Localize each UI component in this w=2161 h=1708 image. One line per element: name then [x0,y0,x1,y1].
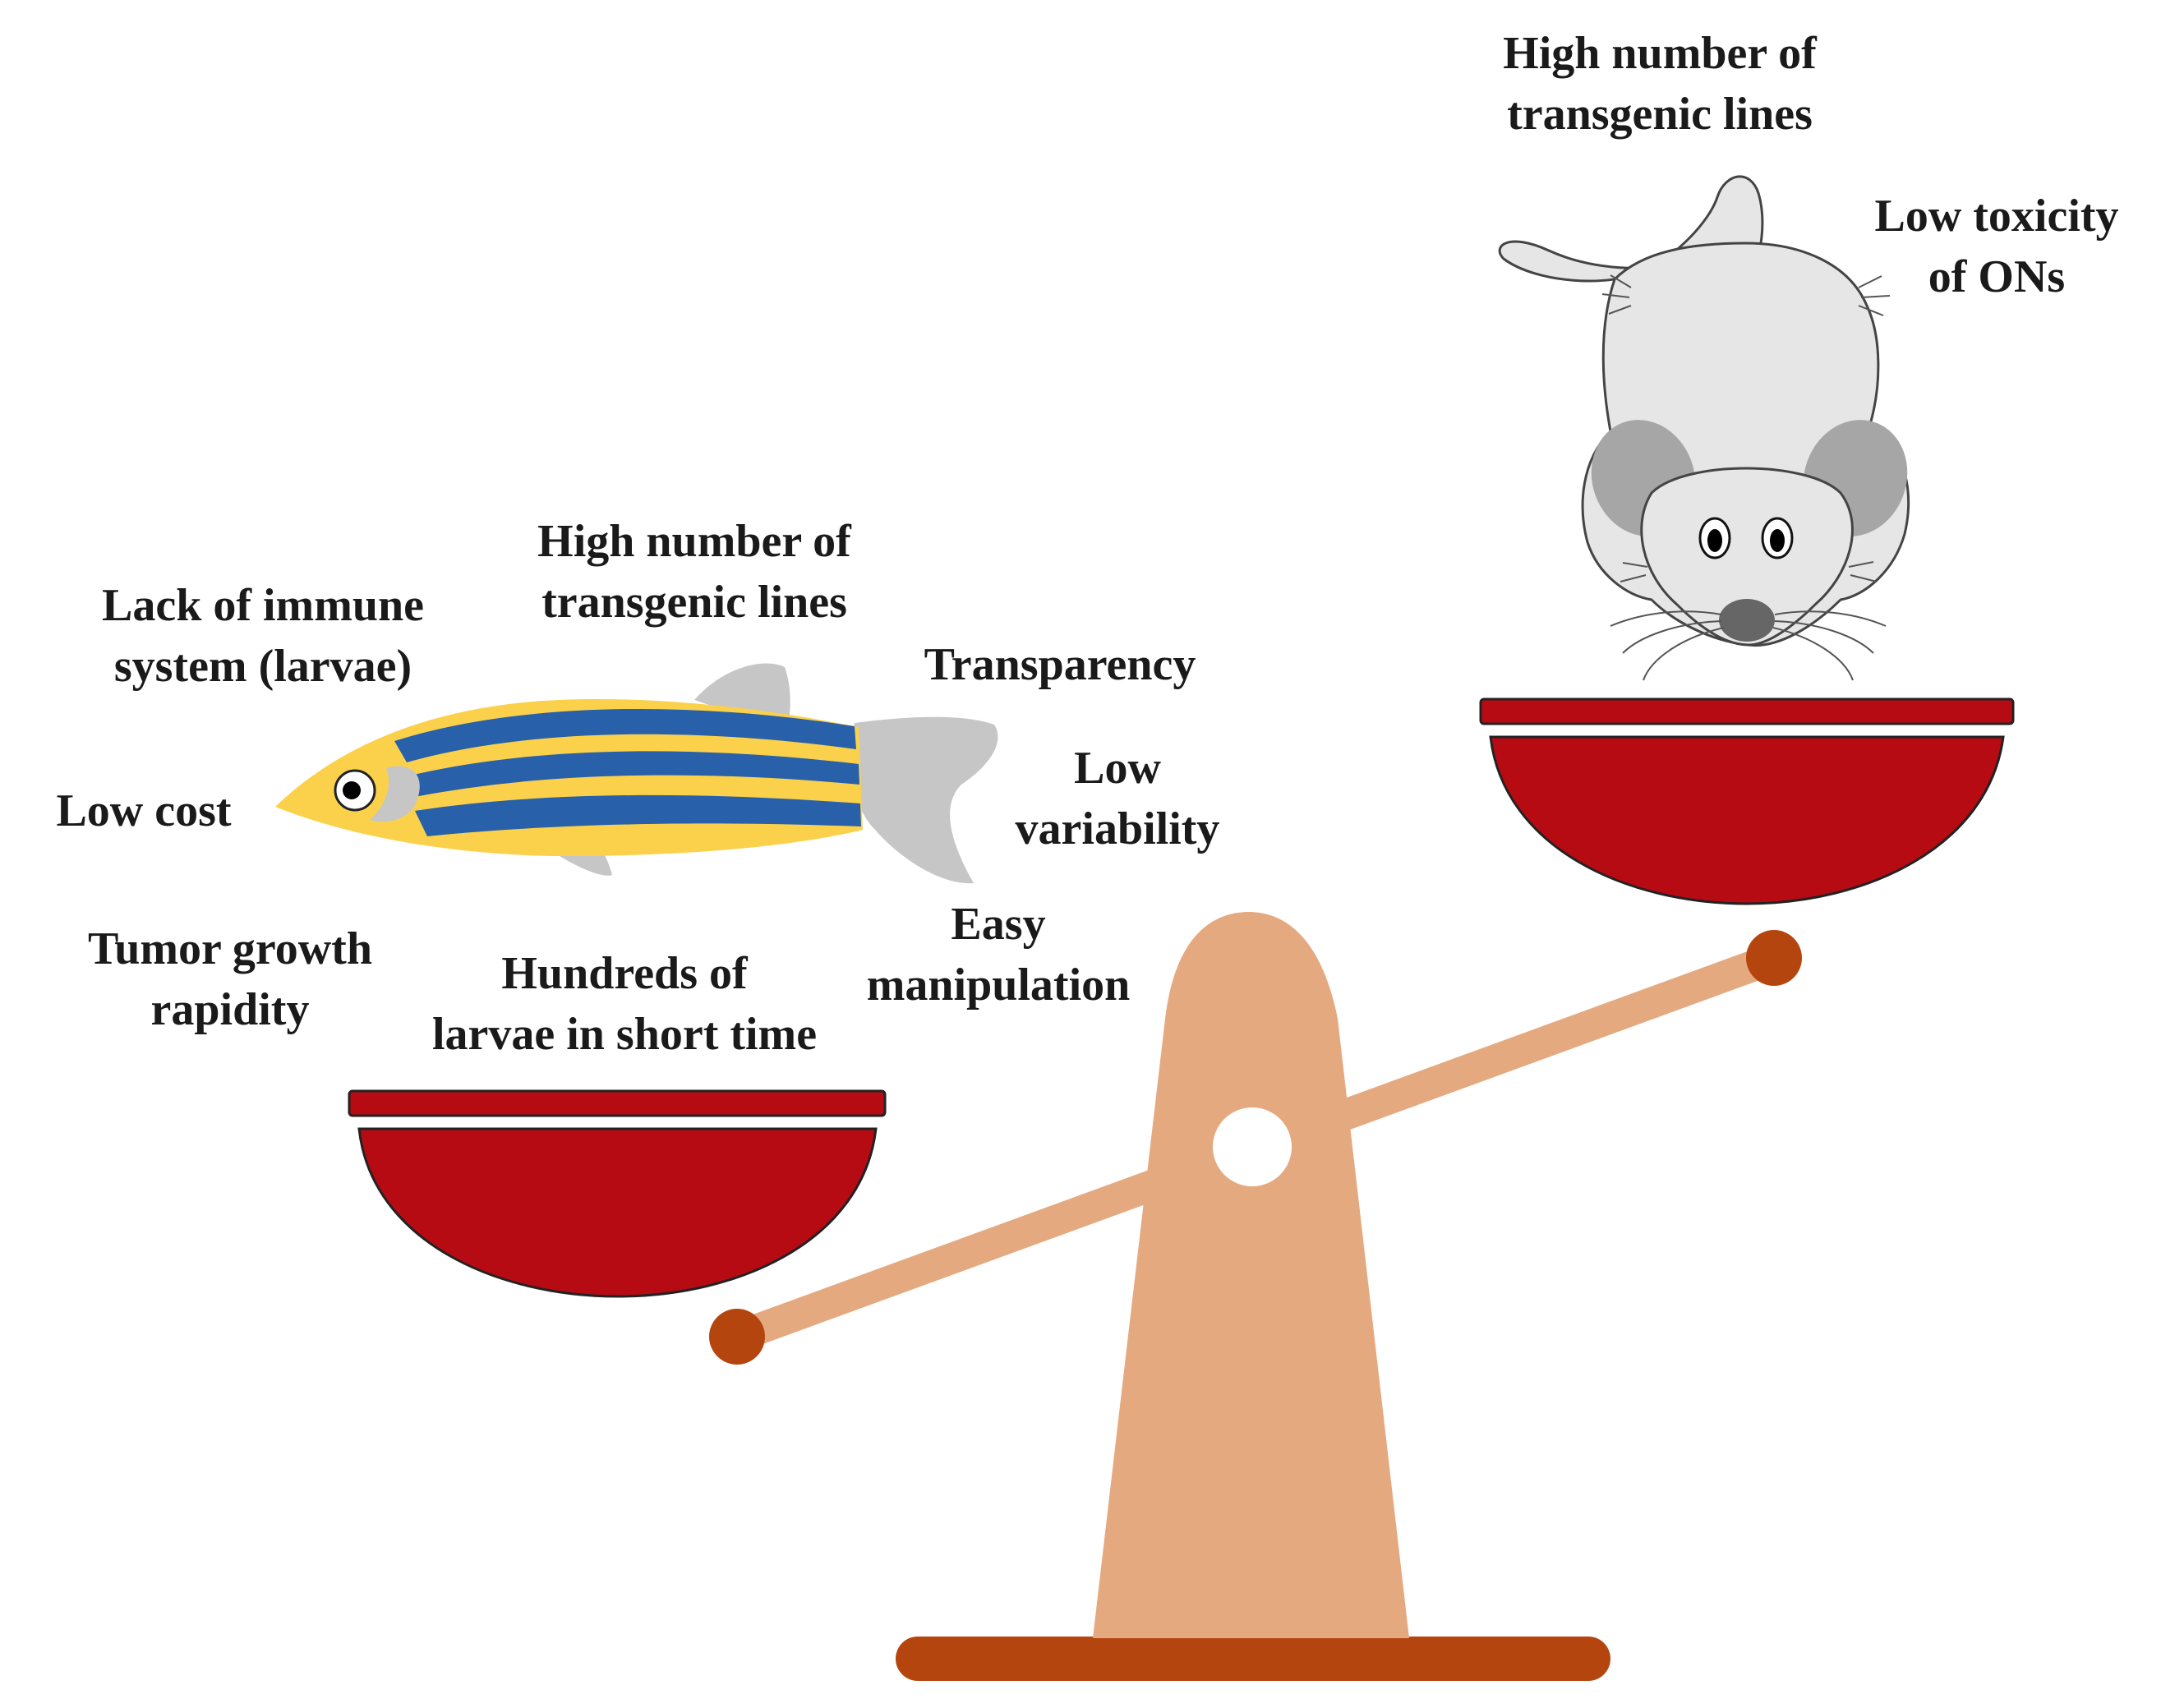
label-lack-immune-system: Lack of immune system (larvae) [102,580,424,692]
beam-end-right [1746,930,1802,986]
label-low-cost: Low cost [56,785,232,836]
right-pan-bowl [1489,735,2005,905]
right-pan-rim [1479,697,2015,725]
mouse-face [1640,467,1854,647]
label-mouse-transgenic-lines: High number of transgenic lines [1503,28,1817,140]
label-transparency: Transparency [924,639,1196,690]
zebrafish-icon [275,663,998,884]
fish-gill [370,766,420,822]
scale-fulcrum [1093,912,1409,1638]
label-easy-manipulation: Easy manipulation [866,899,1131,1011]
mouse-eye-right [1770,529,1785,552]
scale-base [896,1637,1610,1681]
scale-pivot-hole [1213,1107,1292,1186]
fish-stripe-3 [415,794,861,836]
left-pan-bowl [357,1127,878,1298]
fish-stripe-1 [394,708,856,762]
beam-end-left [709,1309,765,1365]
label-hundreds-of-larvae: Hundreds of larvae in short time [431,948,818,1060]
left-pan-rim [348,1089,887,1117]
fish-eye-pupil [343,781,361,799]
mouse-nose [1719,599,1775,642]
mouse-whiskers [1601,274,1891,681]
fish-tail-fin [851,716,998,884]
label-tumor-growth-rapidity: Tumor growth rapidity [88,923,372,1035]
mouse-icon [1498,175,1910,681]
label-zebrafish-transgenic-lines: High number of transgenic lines [537,516,851,628]
label-low-toxicity: Low toxicity of ONs [1874,191,2119,302]
mouse-eye-left [1707,529,1722,552]
label-low-variability: Low variability [1015,743,1220,854]
fish-stripe-2 [407,751,859,797]
